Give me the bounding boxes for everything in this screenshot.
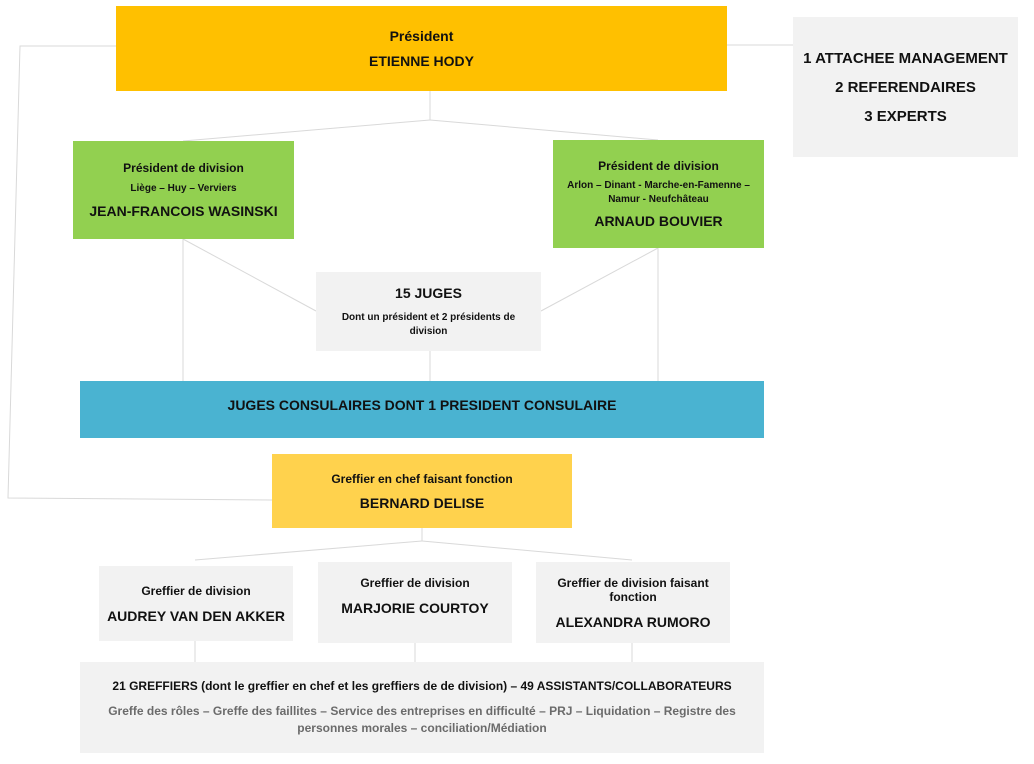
connector	[429, 119, 659, 141]
consular-label: JUGES CONSULAIRES DONT 1 PRESIDENT CONSU…	[227, 397, 617, 413]
connector	[182, 119, 431, 142]
connector	[421, 540, 633, 561]
staff-line-1: 1 ATTACHEE MANAGEMENT	[803, 49, 1008, 67]
president-name: ETIENNE HODY	[368, 53, 474, 69]
division-clerk-box: Greffier de division MARJORIE COURTOY	[318, 562, 512, 643]
division-clerk-box: Greffier de division AUDREY VAN DEN AKKE…	[99, 566, 293, 641]
chief-clerk-box: Greffier en chef faisant fonction BERNAR…	[272, 454, 572, 528]
president-role: Président	[389, 28, 454, 44]
division-right-role: Président de division	[598, 159, 719, 173]
division-right-name: ARNAUD BOUVIER	[594, 213, 723, 229]
registry-services: Greffe des rôles – Greffe des faillites …	[108, 703, 736, 735]
registry-title: 21 GREFFIERS (dont le greffier en chef e…	[112, 678, 732, 693]
division-president-left-box: Président de division Liège – Huy – Verv…	[73, 141, 294, 239]
consular-judges-box: JUGES CONSULAIRES DONT 1 PRESIDENT CONSU…	[80, 381, 764, 438]
division-clerk-name: MARJORIE COURTOY	[341, 600, 489, 616]
division-clerk-name: AUDREY VAN DEN AKKER	[107, 607, 285, 624]
staff-box: 1 ATTACHEE MANAGEMENT 2 REFERENDAIRES 3 …	[793, 17, 1018, 157]
registry-box: 21 GREFFIERS (dont le greffier en chef e…	[80, 662, 764, 753]
division-president-right-box: Président de division Arlon – Dinant - M…	[553, 140, 764, 248]
connector	[182, 238, 317, 312]
chief-clerk-role: Greffier en chef faisant fonction	[331, 471, 513, 486]
division-clerk-role: Greffier de division	[141, 583, 251, 598]
president-box: Président ETIENNE HODY	[116, 6, 727, 91]
judges-box: 15 JUGES Dont un président et 2 présiden…	[316, 272, 541, 351]
staff-line-3: 3 EXPERTS	[864, 107, 947, 125]
judges-detail: Dont un président et 2 présidents de div…	[341, 311, 516, 337]
connector	[7, 45, 273, 501]
judges-title: 15 JUGES	[395, 284, 462, 301]
division-left-role: Président de division	[123, 161, 244, 175]
chief-clerk-name: BERNARD DELISE	[359, 494, 485, 511]
division-clerk-box: Greffier de division faisant fonction AL…	[536, 562, 730, 643]
staff-line-2: 2 REFERENDAIRES	[835, 78, 976, 96]
division-left-name: JEAN-FRANCOIS WASINSKI	[89, 203, 278, 219]
connector	[540, 247, 659, 312]
connector	[194, 540, 423, 561]
division-clerk-name: ALEXANDRA RUMORO	[555, 613, 711, 630]
division-right-region: Arlon – Dinant - Marche-en-Famenne – Nam…	[567, 180, 750, 205]
division-left-region: Liège – Huy – Verviers	[130, 183, 237, 194]
division-clerk-role: Greffier de division	[360, 576, 470, 590]
division-clerk-role: Greffier de division faisant fonction	[557, 575, 709, 604]
